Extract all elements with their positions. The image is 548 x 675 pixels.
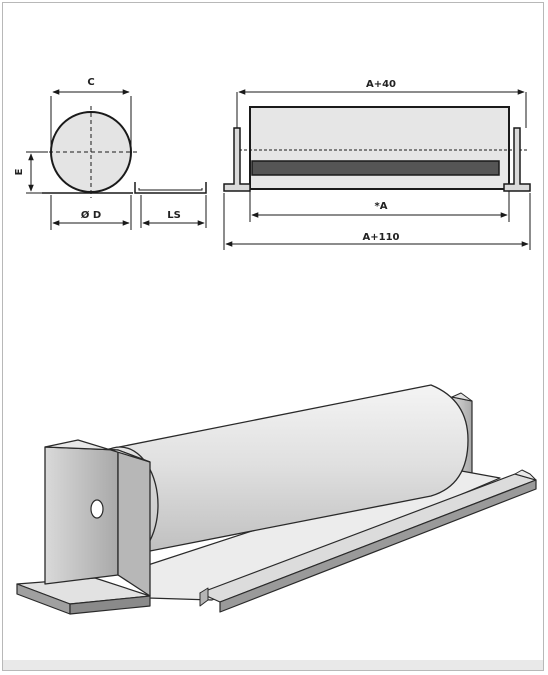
channel-profile	[134, 182, 207, 194]
channel-side-face	[219, 479, 537, 613]
roller-illustration	[16, 384, 537, 615]
left-bracket-plate	[44, 446, 119, 585]
left-bracket	[223, 127, 251, 192]
side-view	[223, 89, 531, 250]
label-a-star: *A	[375, 201, 388, 212]
right-bracket	[503, 127, 531, 192]
belt-strip	[251, 160, 500, 176]
roller-cylinder	[103, 384, 469, 561]
label-diameter: Ø D	[81, 209, 101, 221]
label-ls: LS	[167, 210, 181, 221]
roller-body	[249, 106, 510, 190]
bolt-hole	[90, 499, 104, 519]
label-a-plus-110: A+110	[363, 232, 400, 243]
label-e: E	[14, 168, 25, 175]
label-a-plus-40: A+40	[366, 79, 396, 90]
bottom-band	[3, 660, 543, 670]
end-view	[26, 89, 207, 230]
label-c: C	[87, 77, 94, 88]
channel-lip	[199, 587, 209, 607]
